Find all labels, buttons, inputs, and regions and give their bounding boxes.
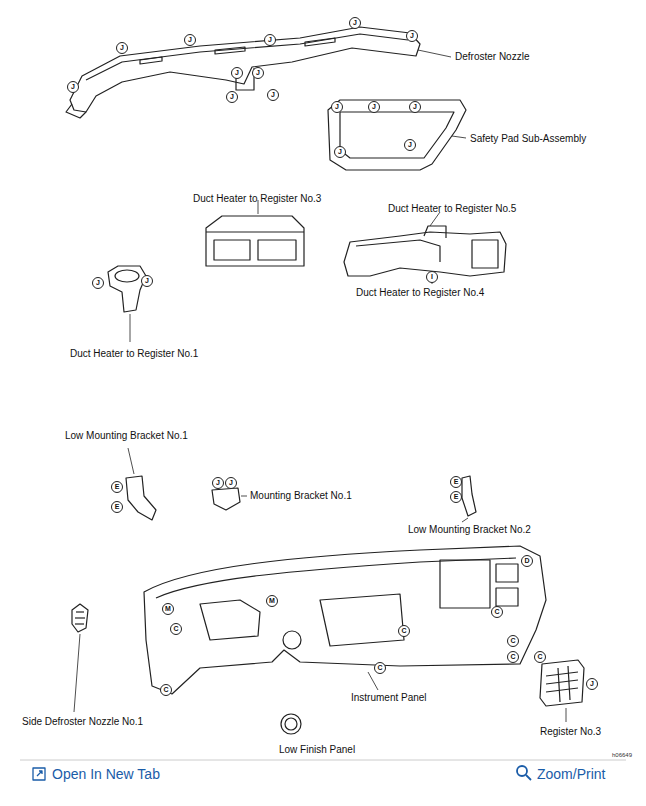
part-name: Mounting Bracket No.1: [250, 490, 352, 502]
callout-letter: J: [409, 101, 421, 113]
callout-letter: J: [586, 678, 598, 690]
callout-letter: J: [116, 42, 128, 54]
duct-no3-drawing: [206, 200, 304, 266]
callout-letter: J: [184, 34, 196, 46]
low-bracket-no2-drawing: [462, 476, 476, 522]
part-name: Duct Heater to Register No.5: [388, 203, 516, 215]
callout-letter: C: [160, 684, 172, 696]
callout-letter: J: [368, 101, 380, 113]
callout-letter: M: [162, 603, 174, 615]
toolbar-separator: [20, 760, 626, 761]
low-bracket-no1-drawing: [126, 448, 156, 520]
part-name: Defroster Nozzle: [455, 51, 529, 63]
callout-letter: E: [111, 501, 123, 513]
figure-code: h06649: [612, 752, 632, 759]
callout-letter: J: [334, 146, 346, 158]
callout-letter: J: [67, 81, 79, 93]
side-defroster-drawing: [72, 604, 88, 712]
callout-letter: J: [231, 67, 243, 79]
callout-letter: I: [426, 271, 438, 283]
part-name: Instrument Panel: [351, 692, 427, 704]
callout-letter: J: [349, 17, 361, 29]
part-name: Safety Pad Sub-Assembly: [470, 133, 586, 145]
callout-letter: J: [404, 139, 416, 151]
callout-letter: E: [450, 491, 462, 503]
safety-pad-drawing: [328, 100, 466, 170]
low-finish-panel-drawing: [281, 714, 301, 734]
callout-letter: C: [170, 623, 182, 635]
open-tab-icon: [33, 768, 45, 780]
part-name: Low Mounting Bracket No.2: [408, 524, 531, 536]
part-name: Duct Heater to Register No.3: [193, 193, 321, 205]
callout-letter: J: [92, 277, 104, 289]
zoom-icon: [517, 766, 531, 780]
toolbar-link: Zoom/Print: [537, 766, 605, 782]
callout-letter: C: [491, 606, 503, 618]
callout-letter: J: [212, 477, 224, 489]
part-name: Duct Heater to Register No.4: [356, 287, 484, 299]
callout-letter: J: [264, 34, 276, 46]
callout-letter: C: [398, 625, 410, 637]
part-name: Duct Heater to Register No.1: [70, 348, 198, 360]
part-name: Register No.3: [540, 726, 601, 738]
instrument-panel-drawing: [144, 546, 546, 694]
callout-letter: E: [450, 476, 462, 488]
callout-letter: M: [266, 595, 278, 607]
duct-no4-no5-drawing: [344, 212, 506, 284]
callout-letter: J: [141, 275, 153, 287]
part-name: Low Mounting Bracket No.1: [65, 430, 188, 442]
callout-letter: D: [521, 555, 533, 567]
callout-letter: J: [252, 67, 264, 79]
callout-letter: J: [226, 91, 238, 103]
callout-letter: J: [225, 477, 237, 489]
duct-no1-drawing: [108, 266, 146, 342]
callout-letter: J: [267, 89, 279, 101]
callout-letter: J: [331, 101, 343, 113]
part-name: Low Finish Panel: [279, 744, 355, 756]
callout-letter: E: [111, 481, 123, 493]
callout-letter: C: [507, 651, 519, 663]
toolbar-link: Open In New Tab: [52, 766, 160, 782]
callout-letter: C: [534, 651, 546, 663]
register-no3-drawing: [540, 660, 584, 722]
callout-letter: C: [507, 635, 519, 647]
part-name: Side Defroster Nozzle No.1: [22, 716, 143, 728]
callout-letter: J: [406, 30, 418, 42]
mounting-bracket-no1-drawing: [212, 488, 247, 510]
callout-letter: C: [374, 662, 386, 674]
